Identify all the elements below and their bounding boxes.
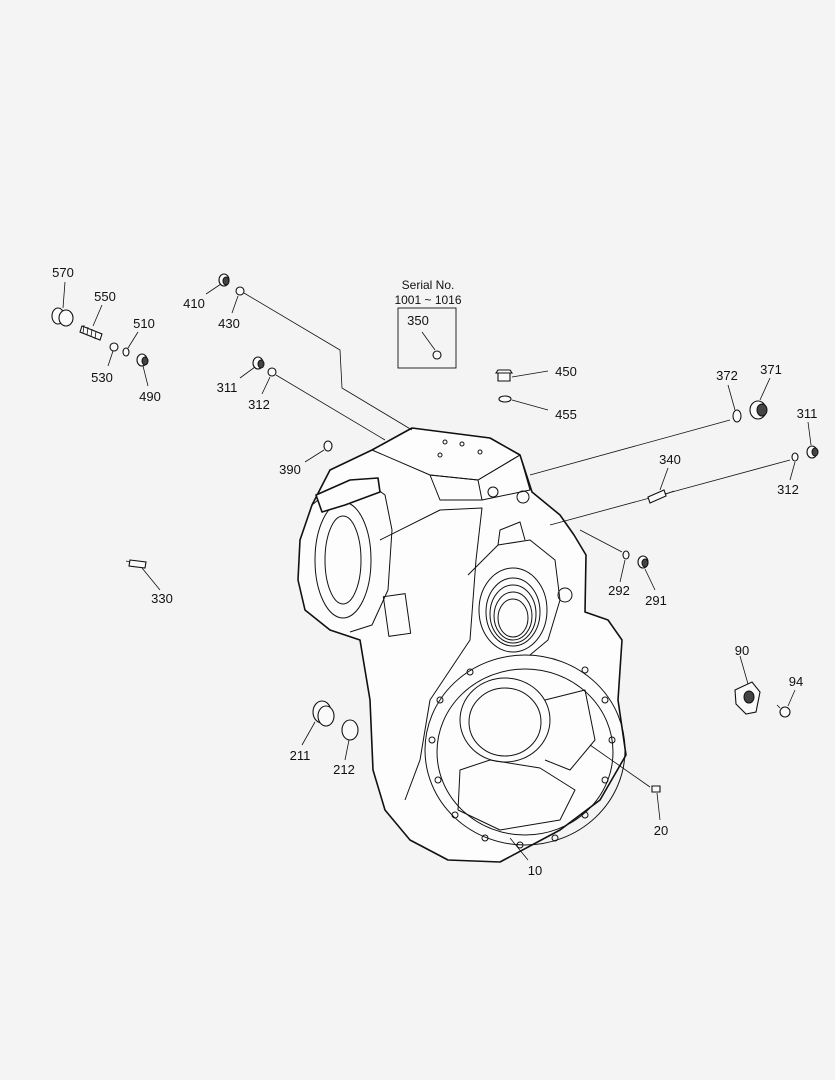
part-312-ring-left[interactable]: [261, 367, 386, 441]
part-410-plug[interactable]: [205, 273, 230, 295]
callout-550[interactable]: 550: [94, 289, 116, 304]
callout-371[interactable]: 371: [760, 362, 782, 377]
part-20-pin[interactable]: [589, 744, 661, 821]
callout-570[interactable]: 570: [52, 265, 74, 280]
serial-note-box: Serial No. 1001 ~ 1016: [394, 278, 462, 369]
callout-410[interactable]: 410: [183, 296, 205, 311]
callout-350[interactable]: 350: [407, 313, 429, 328]
part-550-spring[interactable]: [79, 304, 103, 341]
callout-430[interactable]: 430: [218, 316, 240, 331]
part-292-ring[interactable]: [579, 529, 630, 583]
callout-490[interactable]: 490: [139, 389, 161, 404]
part-311-plug-left[interactable]: [239, 356, 265, 379]
part-450-plug[interactable]: [494, 369, 549, 382]
part-311-plug-right[interactable]: [806, 421, 819, 459]
callout-312-left[interactable]: 312: [248, 397, 270, 412]
part-455-ring[interactable]: [498, 395, 549, 411]
callout-510[interactable]: 510: [133, 316, 155, 331]
callout-311-right[interactable]: 311: [797, 406, 818, 421]
part-330-fitting[interactable]: [125, 559, 161, 591]
callout-94[interactable]: 94: [789, 674, 803, 689]
part-372-ring[interactable]: [529, 384, 742, 476]
callout-312-right[interactable]: 312: [777, 482, 799, 497]
callout-372[interactable]: 372: [716, 368, 738, 383]
part-212-ring[interactable]: [341, 719, 359, 761]
part-371-plug[interactable]: [749, 377, 771, 420]
callout-90[interactable]: 90: [735, 643, 749, 658]
part-10-leader: [509, 837, 529, 861]
part-570-plug[interactable]: [51, 281, 74, 327]
callout-20[interactable]: 20: [654, 823, 668, 838]
callout-530[interactable]: 530: [91, 370, 113, 385]
callout-340[interactable]: 340: [659, 452, 681, 467]
serial-note-title: Serial No.: [402, 278, 455, 292]
transmission-housing[interactable]: [297, 427, 627, 863]
part-340-fitting[interactable]: [647, 467, 675, 504]
callout-390[interactable]: 390: [279, 462, 301, 477]
callout-211[interactable]: 211: [290, 748, 311, 763]
part-490-plug[interactable]: [136, 353, 149, 387]
callout-311-left[interactable]: 311: [217, 380, 238, 395]
part-530-ring[interactable]: [107, 342, 119, 367]
callout-212[interactable]: 212: [333, 762, 355, 777]
callout-10[interactable]: 10: [528, 863, 542, 878]
part-211-plug[interactable]: [301, 700, 335, 746]
upper-bore: [467, 521, 561, 656]
callout-291[interactable]: 291: [645, 593, 667, 608]
serial-note-range: 1001 ~ 1016: [394, 293, 461, 307]
part-291-plug[interactable]: [637, 555, 656, 591]
part-90-cover[interactable]: [734, 655, 761, 715]
callout-330[interactable]: 330: [151, 591, 173, 606]
callout-292[interactable]: 292: [608, 583, 630, 598]
part-390-plug[interactable]: [304, 440, 333, 463]
part-94-bolt[interactable]: [776, 689, 796, 718]
part-510-ring[interactable]: [122, 331, 139, 357]
part-430-ring[interactable]: [231, 286, 413, 431]
callout-455[interactable]: 455: [555, 407, 577, 422]
callout-450[interactable]: 450: [555, 364, 577, 379]
lower-bore-flange: [424, 654, 626, 849]
